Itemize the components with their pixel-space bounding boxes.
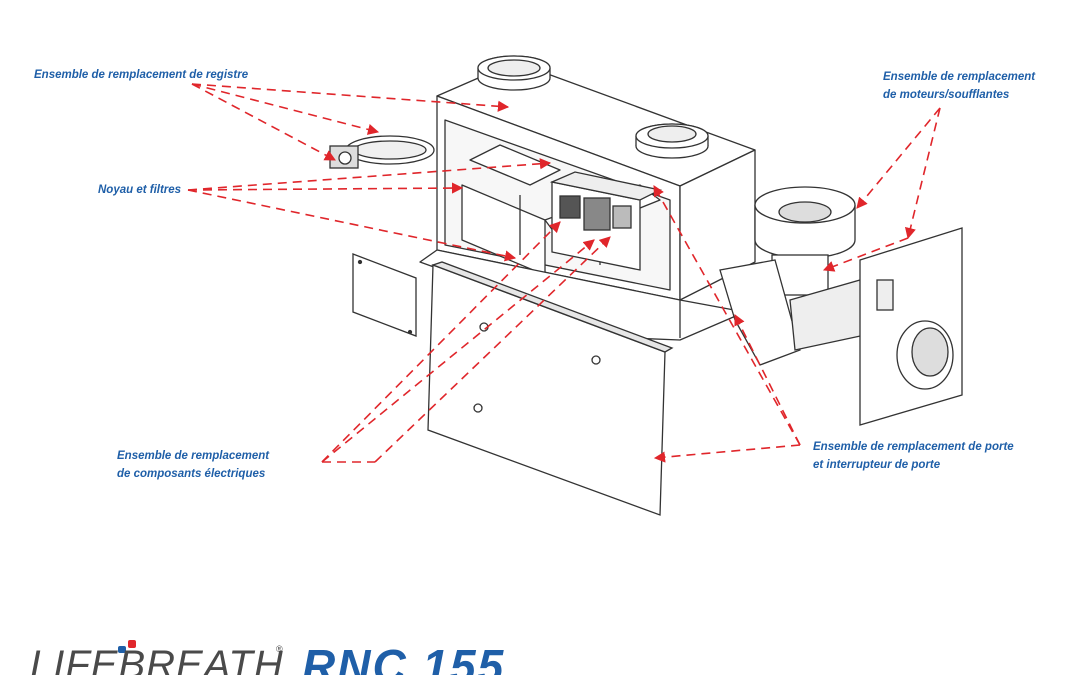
callout-porte-line2: et interrupteur de porte	[813, 459, 941, 471]
side-panel	[859, 227, 963, 426]
damper-assembly	[329, 135, 435, 169]
callout-registre: Ensemble de remplacement de registre	[34, 66, 248, 84]
electrical-box	[549, 171, 662, 271]
brand-footer: LIFEBREATH ® RNC 155	[30, 640, 590, 675]
callout-porte: Ensemble de remplacement de porte et int…	[813, 438, 1014, 474]
callout-noyau: Noyau et filtres	[98, 181, 181, 199]
blower-assembly	[719, 186, 866, 366]
callout-moteurs-line1: Ensemble de remplacement	[883, 71, 1036, 83]
callout-moteurs: Ensemble de remplacement de moteurs/souf…	[883, 68, 1035, 104]
callout-moteurs-line2: de moteurs/soufflantes	[883, 89, 1010, 101]
top-collars	[477, 55, 709, 159]
callout-registre-line1: Ensemble de remplacement de registre	[34, 69, 249, 81]
brand-logo: LIFEBREATH	[30, 643, 284, 675]
callout-porte-line1: Ensemble de remplacement de porte	[813, 441, 1014, 453]
leader-lines	[187, 83, 941, 463]
callout-noyau-line1: Noyau et filtres	[98, 184, 182, 196]
small-access-panel	[352, 253, 417, 337]
callout-electriques-line2: de composants électriques	[117, 468, 266, 480]
logo-dots-icon	[118, 640, 136, 653]
callout-electriques: Ensemble de remplacement de composants é…	[117, 447, 269, 483]
callout-electriques-line1: Ensemble de remplacement	[117, 450, 270, 462]
model-name: RNC 155	[302, 640, 506, 675]
brand-registered-mark: ®	[276, 644, 283, 654]
